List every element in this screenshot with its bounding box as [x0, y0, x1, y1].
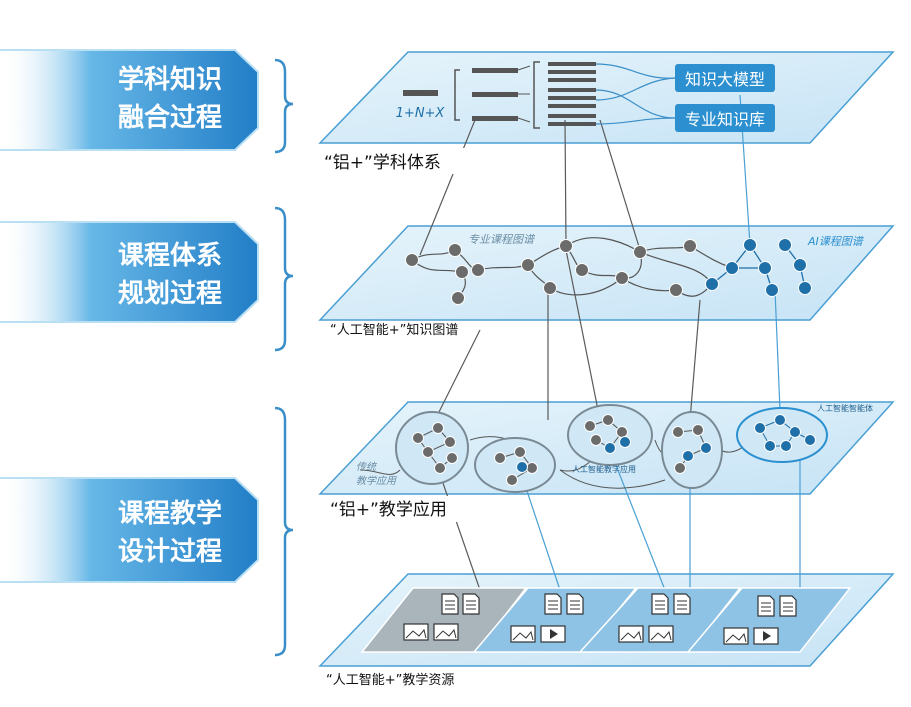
stage-2-line1: 课程体系: [118, 241, 222, 271]
stage-2-line2: 规划过程: [118, 279, 222, 309]
document-icon: [462, 593, 480, 615]
stage-3-line1: 课程教学: [118, 498, 222, 529]
document-icon: [544, 593, 562, 615]
graph-right-label: AI课程图谱: [807, 235, 865, 248]
stage-banner-3: 课程教学 设计过程: [0, 477, 259, 583]
image-icon: [618, 625, 644, 643]
layer2-graph: 专业课程图谱 AI课程图谱: [405, 233, 865, 305]
image-icon: [433, 623, 459, 641]
document-icon: [566, 593, 584, 615]
cluster-2: [474, 437, 556, 493]
stage-3-line2: 设计过程: [118, 537, 222, 567]
image-icon: [403, 623, 429, 641]
image-icon: [648, 625, 674, 643]
box-knowledge-model: [675, 64, 775, 92]
cluster-5: [736, 407, 828, 463]
layer1-content: 1+N+X 知识大模型 专业知识库: [396, 61, 775, 132]
box-knowledge-model-label: 知识大模型: [685, 70, 765, 89]
connectors: [419, 94, 801, 591]
plane-layer-1: [318, 51, 895, 144]
ai-app-label: 人工智能教学应用: [572, 464, 636, 474]
document-icon: [779, 595, 797, 617]
graph-left-label: 专业课程图谱: [468, 233, 536, 246]
box-knowledge-library-label: 专业知识库: [685, 110, 765, 129]
bar: [403, 90, 438, 96]
traditional-label-2: 教学应用: [356, 475, 397, 487]
cluster-3: [567, 404, 653, 466]
formula-label: 1+N+X: [396, 106, 446, 121]
document-icon: [441, 593, 459, 615]
layer2-caption: “人工智能+”知识图谱: [330, 322, 458, 338]
layer1-caption: “铝+”学科体系: [324, 153, 441, 173]
stage-1-line1: 学科知识: [118, 64, 222, 95]
image-icon: [510, 625, 536, 643]
stage-1-line2: 融合过程: [118, 102, 222, 133]
layer4-caption: “人工智能+”教学资源: [326, 672, 454, 688]
bracket-3: [274, 406, 294, 657]
box-knowledge-library: [675, 104, 775, 132]
bracket-1: [274, 58, 294, 154]
document-icon: [651, 593, 669, 615]
ai-agent-label: 人工智能智能体: [817, 403, 873, 413]
bracket-2: [274, 206, 294, 352]
layer3-caption: “铝+”教学应用: [330, 500, 447, 520]
document-icon: [757, 595, 775, 617]
layer3-clusters: 传统 教学应用 人工智能教学应用 人工智能智能体: [356, 403, 873, 493]
traditional-label-1: 传统: [356, 461, 378, 473]
stage-banner-1: 学科知识 融合过程: [0, 49, 259, 151]
document-icon: [673, 593, 691, 615]
layer4-resources: [360, 587, 852, 653]
image-icon: [723, 627, 749, 645]
cluster-4: [661, 411, 723, 489]
stage-banner-2: 课程体系 规划过程: [0, 221, 259, 323]
